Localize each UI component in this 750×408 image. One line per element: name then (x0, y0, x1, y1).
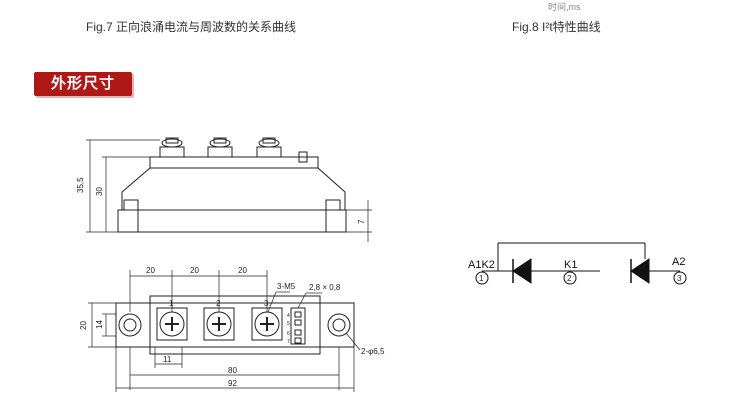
section-header-dimensions: 外形尺寸 (34, 72, 132, 96)
circuit-schematic (475, 242, 687, 285)
tab-label-6: 6 (287, 331, 290, 337)
dim-hole-spec: 2-φ6,5 (361, 347, 385, 356)
label-a2: A2 (672, 256, 685, 268)
dim-length-total: 92 (228, 379, 237, 388)
side-screw-2 (207, 137, 233, 158)
fig8-caption: Fig.8 I²t特性曲线 (512, 20, 601, 34)
diode-1-symbol (512, 258, 532, 284)
terminal-number-3: 3 (264, 299, 269, 308)
section-title: 外形尺寸 (50, 75, 115, 92)
fig7-caption: Fig.7 正向浪涌电流与周波数的关系曲线 (86, 20, 297, 34)
dim-tab-spec: 2,8 × 0,8 (309, 283, 341, 292)
dim-offset: 11 (163, 355, 172, 364)
dim-width-inner: 14 (95, 320, 104, 329)
terminal-number-2: 2 (216, 299, 221, 308)
pin-2: 2 (567, 274, 572, 283)
dim-screw-spec: 3-M5 (277, 282, 296, 291)
dim-pitch-3: 20 (238, 266, 247, 275)
tab-label-7: 7 (287, 339, 290, 345)
side-screw-3 (256, 137, 282, 158)
dim-pitch-1: 20 (146, 266, 155, 275)
top-view-drawing (115, 295, 355, 355)
dim-pitch-2: 20 (190, 266, 199, 275)
fig8-axis-fragment: 时间,ms (548, 2, 581, 12)
diode-2-symbol (630, 258, 650, 284)
dim-length-inner: 80 (228, 366, 237, 375)
pin-3: 3 (677, 274, 682, 283)
dim-width-outer: 20 (79, 321, 88, 330)
dim-height-body: 30 (95, 187, 104, 196)
terminal-number-1: 1 (169, 299, 174, 308)
label-a1k2: A1K2 (468, 259, 495, 271)
dim-height-total: 35,5 (76, 177, 85, 193)
pin-1: 1 (479, 274, 484, 283)
dim-base-height: 7 (357, 219, 366, 224)
side-view-drawing (117, 137, 347, 233)
tab-label-4: 4 (287, 313, 290, 319)
tab-label-5: 5 (287, 321, 290, 327)
side-screw-1 (159, 137, 185, 158)
label-k1: K1 (564, 259, 577, 271)
